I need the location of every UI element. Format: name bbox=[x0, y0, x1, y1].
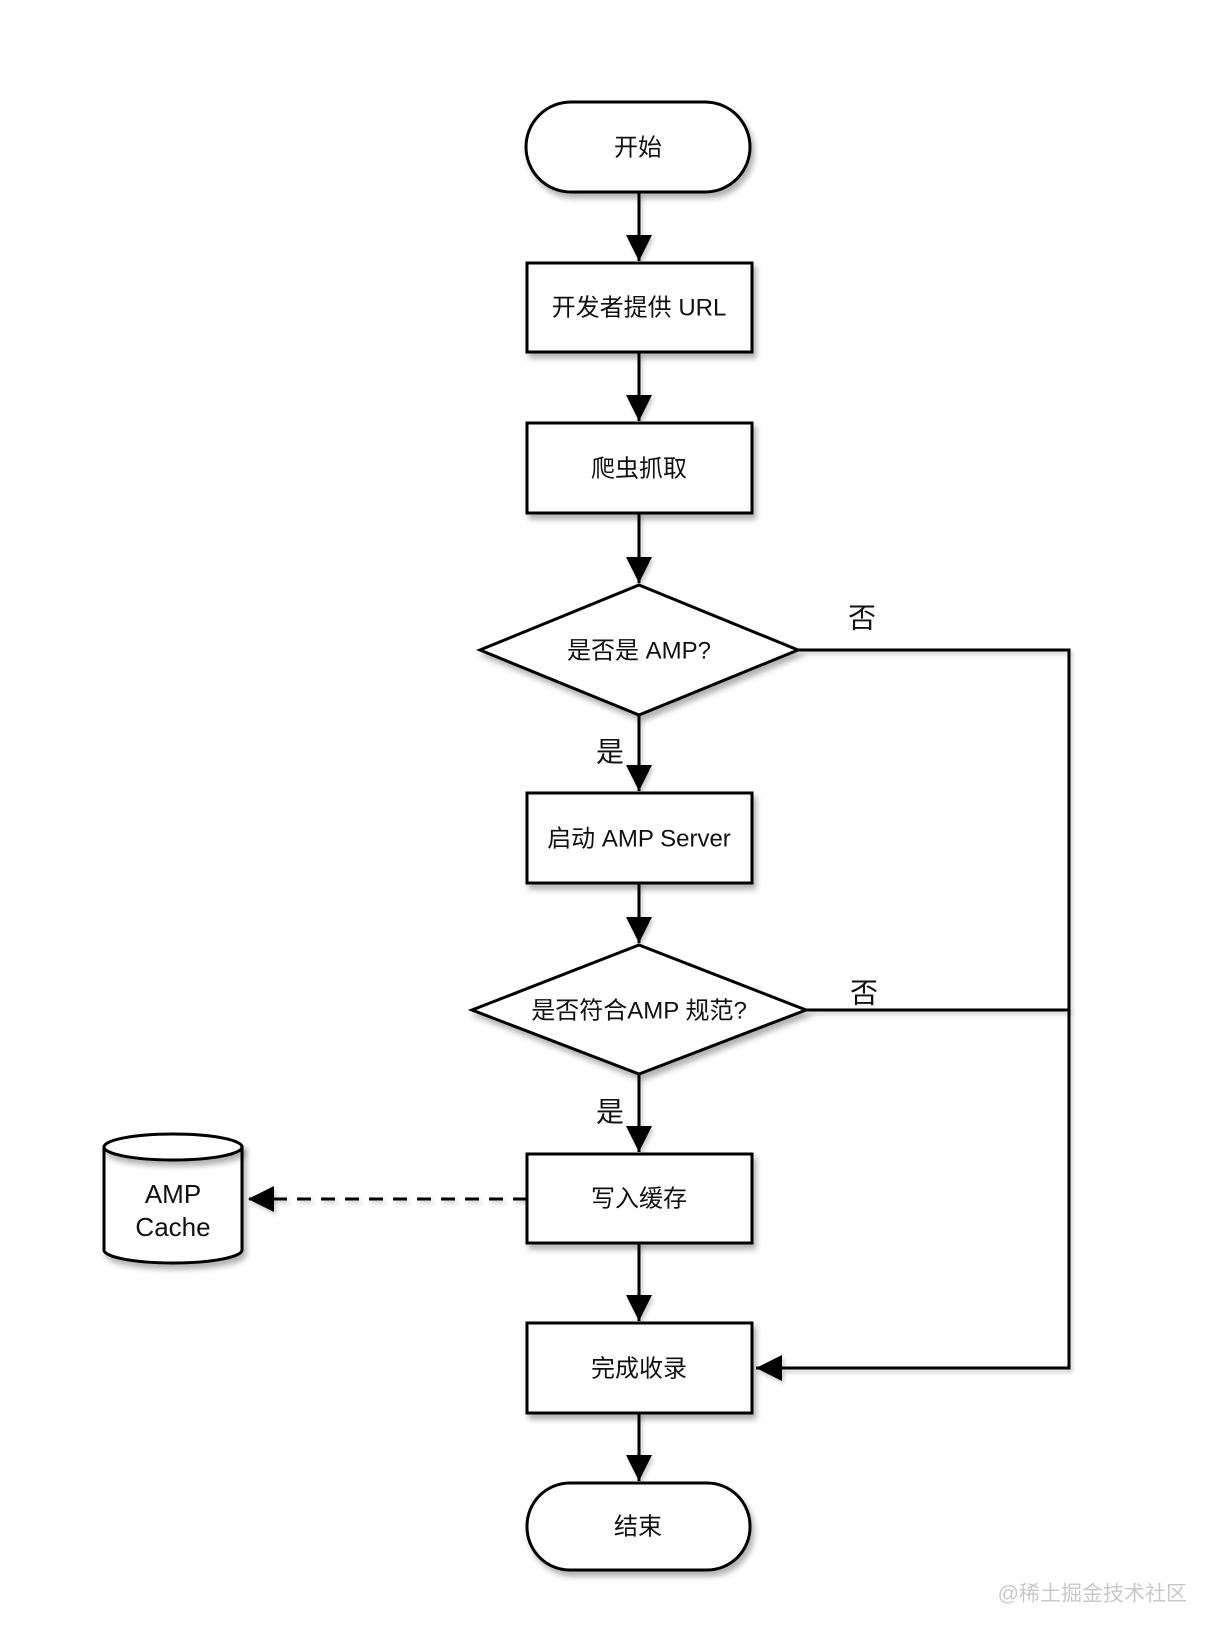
edge-label-is-valid-yes: 是 bbox=[596, 1097, 624, 1128]
node-amp-server-shape bbox=[525, 791, 754, 885]
node-amp-cache-label-line2: Cache bbox=[135, 1212, 210, 1242]
node-provide-url-shape bbox=[525, 261, 754, 354]
node-complete-shape bbox=[525, 1321, 754, 1415]
watermark: @稀土掘金技术社区 bbox=[998, 1583, 1187, 1606]
node-is-valid-diamond bbox=[467, 943, 811, 1076]
edge-label-is-amp-yes: 是 bbox=[596, 737, 624, 768]
node-amp-cache-label-line1: AMP bbox=[145, 1179, 201, 1209]
node-write-cache-shape bbox=[525, 1152, 754, 1245]
cylinder-top bbox=[102, 1132, 244, 1162]
node-amp-server-label: 启动 AMP Server bbox=[547, 826, 731, 853]
node-start-shape bbox=[524, 100, 752, 194]
node-amp-cache-cylinder: AMP Cache bbox=[102, 1132, 244, 1265]
node-complete-label: 完成收录 bbox=[591, 1356, 687, 1383]
node-crawl-label: 爬虫抓取 bbox=[591, 456, 687, 483]
edge-label-is-amp-no: 否 bbox=[848, 603, 876, 634]
node-is-amp-label: 是否是 AMP? bbox=[567, 638, 711, 665]
node-is-amp-diamond bbox=[476, 583, 802, 717]
node-is-valid-label: 是否符合AMP 规范? bbox=[531, 998, 747, 1025]
node-end-shape bbox=[525, 1481, 752, 1572]
node-write-cache-label: 写入缓存 bbox=[591, 1186, 687, 1213]
node-provide-url-label: 开发者提供 URL bbox=[552, 295, 727, 322]
cylinder-body bbox=[102, 1145, 244, 1265]
node-start-label: 开始 bbox=[614, 135, 662, 162]
edge-label-is-valid-no: 否 bbox=[850, 978, 878, 1009]
node-crawl-shape bbox=[525, 421, 754, 515]
node-end-label: 结束 bbox=[614, 1514, 662, 1541]
